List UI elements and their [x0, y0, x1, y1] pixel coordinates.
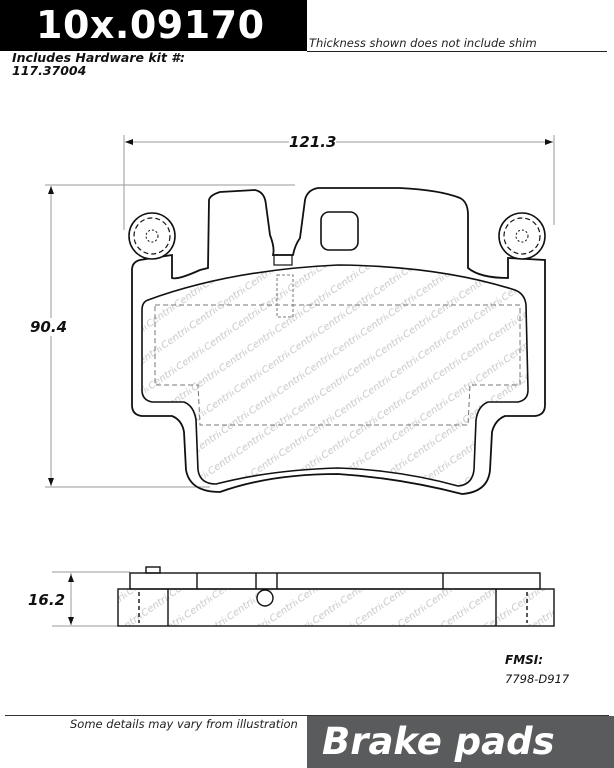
height-dimension-line — [45, 184, 295, 488]
wear-sensor-tab — [273, 254, 293, 266]
height-dimension: 90.4 — [30, 318, 68, 336]
hardware-kit-info: Includes Hardware kit #: 117.37004 — [12, 51, 185, 77]
backing-plate-outline — [131, 187, 546, 495]
part-number: 10x.09170 — [36, 3, 265, 47]
right-pin-hole — [515, 229, 529, 243]
friction-material — [141, 264, 529, 487]
fmsi-label: FMSI: — [505, 653, 544, 667]
product-type-banner: Brake pads — [307, 716, 614, 768]
part-number-banner: 10x.09170 — [0, 0, 307, 51]
width-dimension: 121.3 — [289, 133, 337, 151]
width-dimension-line — [123, 135, 555, 230]
disclaimer: Some details may vary from illustration — [70, 717, 298, 731]
footer-divider — [5, 715, 609, 716]
product-type: Brake pads — [322, 720, 555, 763]
hardware-kit-number: 117.37004 — [12, 63, 87, 78]
left-pin-hole — [145, 229, 159, 243]
thickness-dimension: 16.2 — [28, 591, 66, 609]
left-mounting-ear — [128, 212, 176, 260]
square-cutout — [320, 211, 359, 251]
side-view — [52, 566, 555, 627]
hardware-kit-label: Includes Hardware kit #: — [12, 50, 185, 65]
fmsi-code: 7798-D917 — [505, 672, 570, 686]
fmsi-info: FMSI: 7798-D917 — [505, 651, 569, 689]
right-mounting-ear — [498, 212, 546, 260]
thickness-note: Thickness shown does not include shim — [309, 36, 537, 50]
header-divider — [307, 51, 607, 52]
